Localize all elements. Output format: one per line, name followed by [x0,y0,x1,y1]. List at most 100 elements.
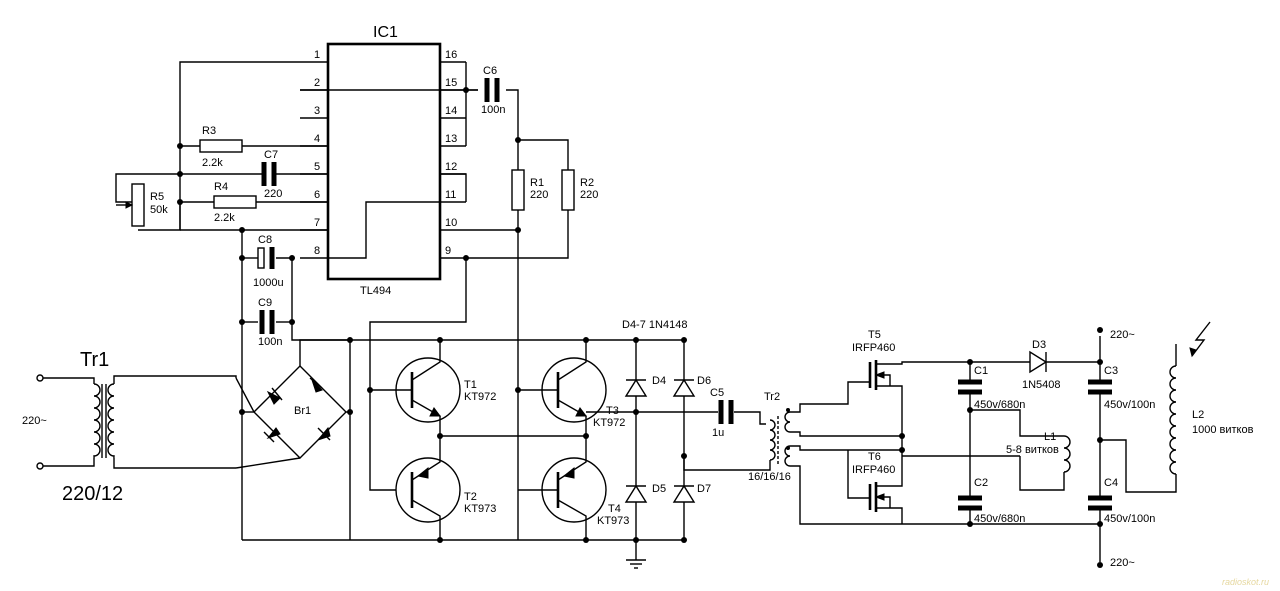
ic1-pin-7: 7 [314,217,320,229]
c7-name: C7 [264,149,278,161]
t4-name: T4 [608,503,621,515]
tr1-input: 220~ [22,415,47,427]
c4-name: C4 [1104,477,1118,489]
ic1: IC1 TL494 1 2 3 4 5 6 7 8 16 15 14 13 12… [300,24,466,297]
ic1-pin-1: 1 [314,49,320,61]
capacitor-c2: C2 450v/680n [958,477,1025,525]
ic1-pin-12: 12 [445,161,457,173]
l2-name: L2 [1192,409,1204,421]
watermark: radioskot.ru [1222,577,1269,587]
ic1-pin-10: 10 [445,217,457,229]
mosfet-t5: T5 IRFP460 [852,329,970,436]
bridge-br1: Br1 [235,339,351,540]
r3-value: 2.2k [202,157,223,169]
l2-turns: 1000 витков [1192,424,1254,436]
t3-name: T3 [606,405,619,417]
ic1-pin-6: 6 [314,189,320,201]
r1-name: R1 [530,177,544,189]
r1-value: 220 [530,189,548,201]
ic1-pin-13: 13 [445,133,457,145]
l1-turns: 5-8 витков [1006,444,1059,456]
transistor-t2: T2 KT973 [395,436,496,540]
diodes-d4-d7: D4-7 1N4148 D4 D6 D5 D7 [622,319,711,540]
supply-bottom: 220~ [1110,557,1135,569]
capacitor-c7: C7 220 [261,149,282,200]
d3-name: D3 [1032,339,1046,351]
c6-value: 100n [481,104,505,116]
mosfet-t6: T6 IRFP460 [847,450,903,524]
tr1-ratio: 220/12 [62,483,123,505]
t6-part: IRFP460 [852,464,895,476]
c9-name: C9 [258,297,272,309]
c8-name: C8 [258,234,272,246]
t1-name: T1 [464,379,477,391]
capacitor-c6: C6 100n [481,65,505,116]
capacitor-c4: C4 450v/100n [1088,477,1155,562]
c8-value: 1000u [253,277,284,289]
diode-d3: D3 1N5408 [970,339,1100,391]
r4-name: R4 [214,181,228,193]
tr2-name: Tr2 [764,391,780,403]
r4-value: 2.2k [214,212,235,224]
t1-part: KT972 [464,391,496,403]
capacitor-c9: C9 100n [258,297,282,348]
l1-name: L1 [1044,431,1056,443]
ic1-pin-2: 2 [314,77,320,89]
ic1-pin-3: 3 [314,105,320,117]
potentiometer-r5: R5 50k [116,183,168,227]
t2-name: T2 [464,491,477,503]
c2-value: 450v/680n [974,513,1025,525]
transformer-tr2: Tr2 16/16/16 [683,381,904,525]
d4-name: D4 [652,375,666,387]
r2-value: 220 [580,189,598,201]
d6-name: D6 [697,375,711,387]
t6-name: T6 [868,451,881,463]
power-rails [242,322,684,569]
c7-value: 220 [264,188,282,200]
capacitor-c1: C1 450v/680n [958,362,1025,496]
c3-value: 450v/100n [1104,399,1155,411]
diode-group-label: D4-7 1N4148 [622,319,687,331]
tr2-turns: 16/16/16 [748,471,791,483]
supply-top: 220~ [1110,329,1135,341]
inductor-l1: L1 5-8 витков [902,409,1071,491]
transistor-t4: T4 KT973 [518,436,629,540]
d7-name: D7 [697,483,711,495]
t3-part: KT972 [593,417,625,429]
ic1-pin-14: 14 [445,105,457,117]
ic1-name: IC1 [373,24,398,41]
t2-part: KT973 [464,503,496,515]
tr1-name: Tr1 [80,349,109,371]
r3-name: R3 [202,125,216,137]
capacitor-c8: C8 1000u [253,234,284,289]
transistor-t3: T3 KT972 [518,340,625,436]
ic1-pin-11: 11 [445,189,456,201]
t5-name: T5 [868,329,881,341]
transformer-tr1: Tr1 220/12 220~ [22,349,237,505]
resistor-r3: R3 2.2k [199,125,243,169]
resistor-r2: R2 220 [561,169,598,211]
ic1-pin-5: 5 [314,161,320,173]
capacitor-c5: C5 1u [636,387,766,439]
ic1-pin-9: 9 [445,245,451,257]
br1-name: Br1 [294,405,311,417]
t5-part: IRFP460 [852,342,895,354]
transistor-t1: T1 KT972 [370,340,496,436]
c3-name: C3 [1104,365,1118,377]
capacitor-c3: C3 450v/100n [1088,336,1155,496]
c6-name: C6 [483,65,497,77]
ic1-pin-16: 16 [445,49,457,61]
c1-name: C1 [974,365,988,377]
ic1-pin-8: 8 [314,245,320,257]
resistor-r4: R4 2.2k [213,181,257,224]
d3-part: 1N5408 [1022,379,1061,391]
c5-value: 1u [712,427,724,439]
r5-name: R5 [150,191,164,203]
d5-name: D5 [652,483,666,495]
resistor-r1: R1 220 [511,169,548,211]
t4-part: KT973 [597,515,629,527]
ic1-part: TL494 [360,285,391,297]
c1-value: 450v/680n [974,399,1025,411]
c4-value: 450v/100n [1104,513,1155,525]
